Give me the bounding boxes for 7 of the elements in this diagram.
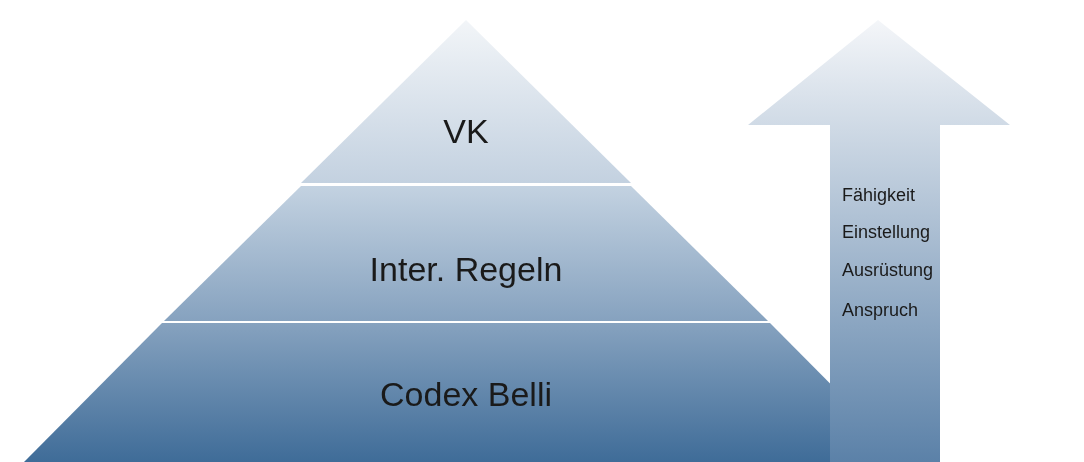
arrow-label: Anspruch: [842, 300, 919, 321]
layer-label: Inter. Regeln: [369, 249, 563, 289]
layer-label: Codex Belli: [380, 374, 552, 414]
arrow-label: Ausrüstung: [842, 260, 934, 281]
layer-label: VK: [443, 111, 489, 151]
arrow-label: Einstellung: [842, 222, 931, 243]
arrow-label: Fähigkeit: [842, 185, 916, 206]
